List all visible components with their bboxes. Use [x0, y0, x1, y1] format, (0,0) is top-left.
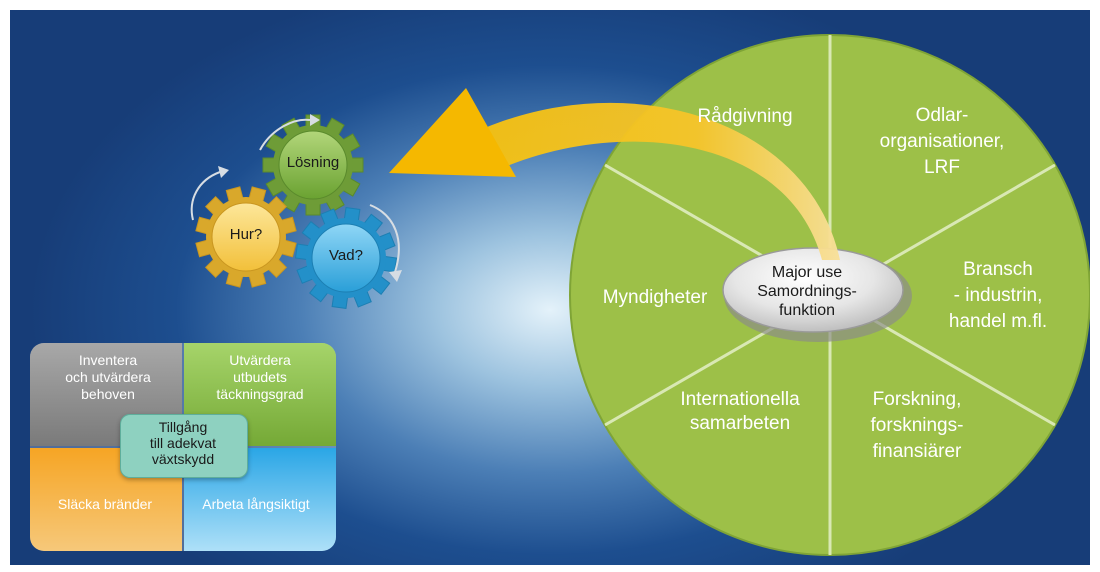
gear-cluster — [190, 114, 402, 310]
curved-arrow — [389, 88, 840, 260]
wheel-label-forskning: Forskning, forsknings- finansiärer — [870, 389, 964, 462]
diagram-background: Rådgivning Odlar- organisationer, LRF Br… — [10, 10, 1090, 565]
gear-right-blue — [294, 206, 398, 310]
rotation-arrows — [190, 118, 400, 273]
wheel-label-bransch: Bransch - industrin, handel m.fl. — [948, 259, 1048, 332]
wheel-label-myndigheter: Myndigheter — [602, 287, 708, 308]
stakeholder-wheel — [569, 34, 1090, 556]
gear-label-hur: Hur? — [229, 226, 263, 243]
center-label: Major use Samordnings- funktion — [757, 264, 857, 319]
quad-text-bottom-right: Arbeta långsiktigt — [202, 496, 310, 512]
quad-text-top-left: Inventera och utvärdera behoven — [65, 352, 151, 402]
wheel-label-odlarorganisationer: Odlar- organisationer, LRF — [879, 105, 1005, 178]
gear-left-yellow — [195, 186, 297, 288]
quad-center-text: Tillgång till adekvat växtskydd — [149, 419, 217, 467]
wheel-label-radgivning: Rådgivning — [697, 106, 793, 127]
rotation-arrowheads — [218, 114, 402, 282]
center-ellipse — [722, 247, 904, 333]
gear-label-losning: Lösning — [286, 154, 340, 171]
quad-text-bottom-left: Släcka bränder — [57, 496, 153, 512]
wheel-label-internationella: Internationella samarbeten — [680, 389, 800, 434]
gear-top-green — [262, 114, 364, 216]
quad-text-top-right: Utvärdera utbudets täckningsgrad — [216, 352, 304, 402]
quad-center-box — [120, 414, 248, 478]
gear-label-vad: Vad? — [329, 247, 363, 264]
